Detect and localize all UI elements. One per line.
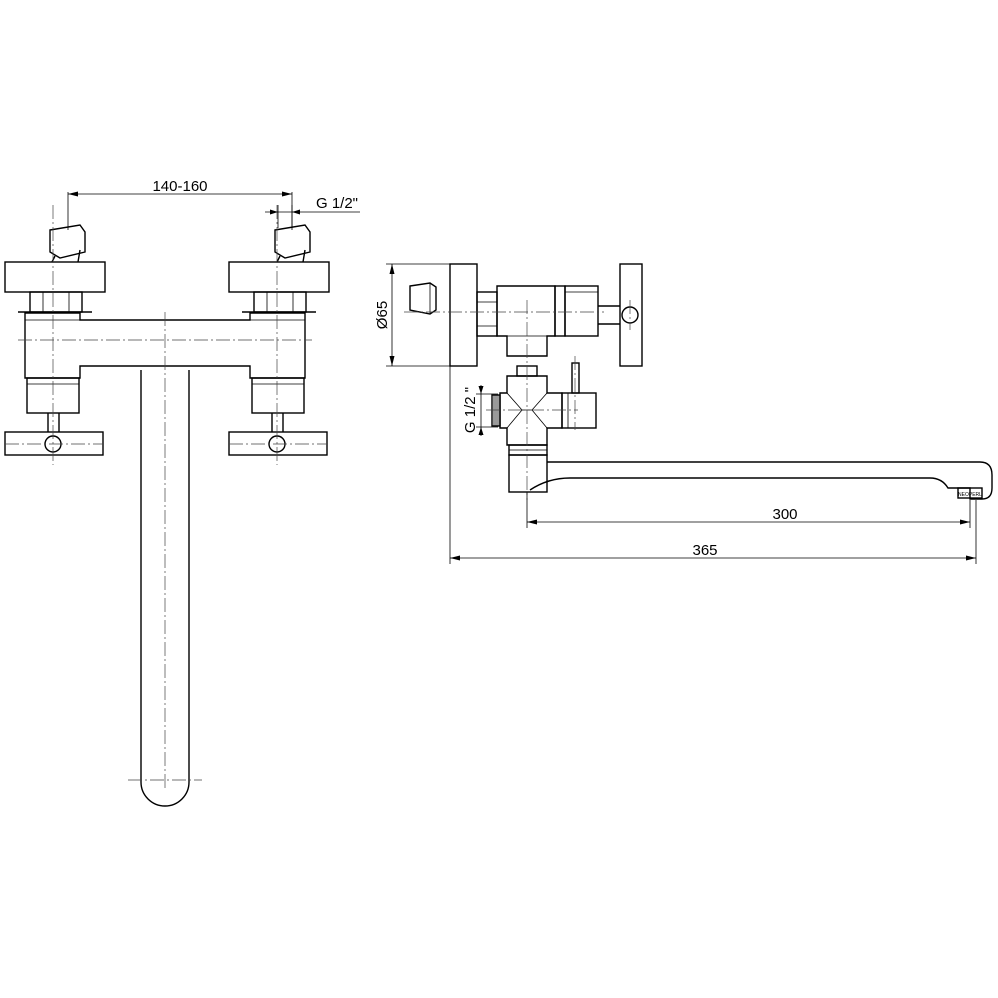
left-handle [4,377,104,456]
top-thread-label: G 1/2" [316,195,358,212]
side-thread-label: G 1/2 " [462,387,479,433]
side-valve-body [496,285,556,357]
center-distance-label: 140-160 [152,178,207,195]
flange-diameter-label: Ø65 [374,301,391,329]
side-eccentric [409,282,437,315]
side-diverter-body [499,362,597,446]
spout-reach-dimension: 300 [526,492,971,528]
side-centerlines [404,300,631,500]
center-distance-dimension: 140-160 [67,178,293,230]
right-wall-connection [228,224,330,313]
right-handle [228,377,328,456]
left-wall-connection [4,224,106,313]
side-nut [476,291,498,337]
overall-length-label: 365 [692,542,717,559]
spout-reach-label: 300 [772,506,797,523]
front-centerlines [5,205,327,790]
mixer-body [24,312,306,379]
side-cross-handle [598,263,643,367]
aerator-marking: NEOPERL [958,492,982,498]
side-thread-dimension: G 1/2 " [462,385,498,436]
flange-diameter-dimension: Ø65 [374,263,450,367]
overall-length-dimension: 365 [449,366,977,564]
side-spout: NEOPERL [529,461,993,500]
side-threaded-inlet [491,394,501,427]
front-view: 140-160 G 1/2" [4,178,360,807]
top-thread-dimension: G 1/2" [265,195,360,228]
side-view: NEOPERL Ø65 G 1/2 " [374,263,993,564]
side-spout-collar [508,444,548,493]
side-cartridge [554,285,599,337]
side-flange [449,263,478,367]
front-spout [140,370,190,807]
